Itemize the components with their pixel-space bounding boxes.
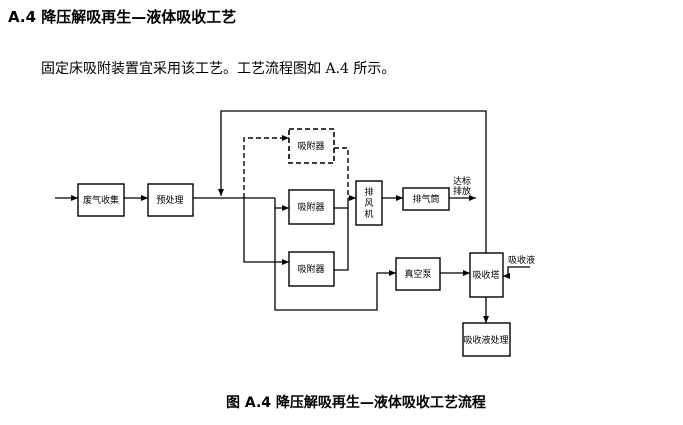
box-exhaust-stack: 排气筒 bbox=[402, 187, 450, 211]
box-adsorber-2: 吸附器 bbox=[288, 251, 335, 287]
label-pretreatment: 预处理 bbox=[156, 194, 183, 206]
label-exhaust-fan-1: 排 bbox=[364, 186, 373, 198]
label-exhaust-stack: 排气筒 bbox=[412, 193, 439, 205]
label-discharge-1: 达标 bbox=[453, 175, 471, 187]
label-adsorber-1: 吸附器 bbox=[297, 201, 324, 213]
label-discharge-2: 排放 bbox=[453, 185, 471, 197]
label-adsorber-2: 吸附器 bbox=[297, 263, 324, 275]
box-vacuum-pump: 真空泵 bbox=[395, 257, 441, 291]
box-absorption-tower: 吸收塔 bbox=[469, 252, 504, 298]
section-paragraph: 固定床吸附装置宜采用该工艺。工艺流程图如 A.4 所示。 bbox=[41, 61, 396, 77]
discharge-text: 达标 排放 bbox=[453, 175, 471, 197]
label-waste-gas-collection: 废气收集 bbox=[83, 194, 119, 206]
box-adsorber-standby: 吸附器 bbox=[288, 128, 335, 164]
box-exhaust-fan: 排 风 机 bbox=[355, 180, 383, 226]
figure-caption: 图 A.4 降压解吸再生—液体吸收工艺流程 bbox=[226, 395, 486, 411]
label-absorbent-treatment: 吸收液处理 bbox=[463, 334, 508, 346]
label-adsorber-standby: 吸附器 bbox=[297, 140, 324, 152]
box-waste-gas-collection: 废气收集 bbox=[77, 183, 125, 217]
label-exhaust-fan-2: 风 bbox=[364, 198, 373, 209]
flow-lines bbox=[55, 110, 530, 323]
label-absorption-tower: 吸收塔 bbox=[472, 269, 499, 281]
section-heading: A.4 降压解吸再生—液体吸收工艺 bbox=[8, 8, 237, 26]
label-exhaust-fan-3: 机 bbox=[364, 208, 373, 220]
box-pretreatment: 预处理 bbox=[147, 183, 194, 217]
label-vacuum-pump: 真空泵 bbox=[404, 268, 431, 280]
box-absorbent-treatment: 吸收液处理 bbox=[462, 322, 511, 357]
label-absorbent-liquid: 吸收液 bbox=[508, 254, 535, 266]
box-adsorber-1: 吸附器 bbox=[288, 189, 335, 225]
